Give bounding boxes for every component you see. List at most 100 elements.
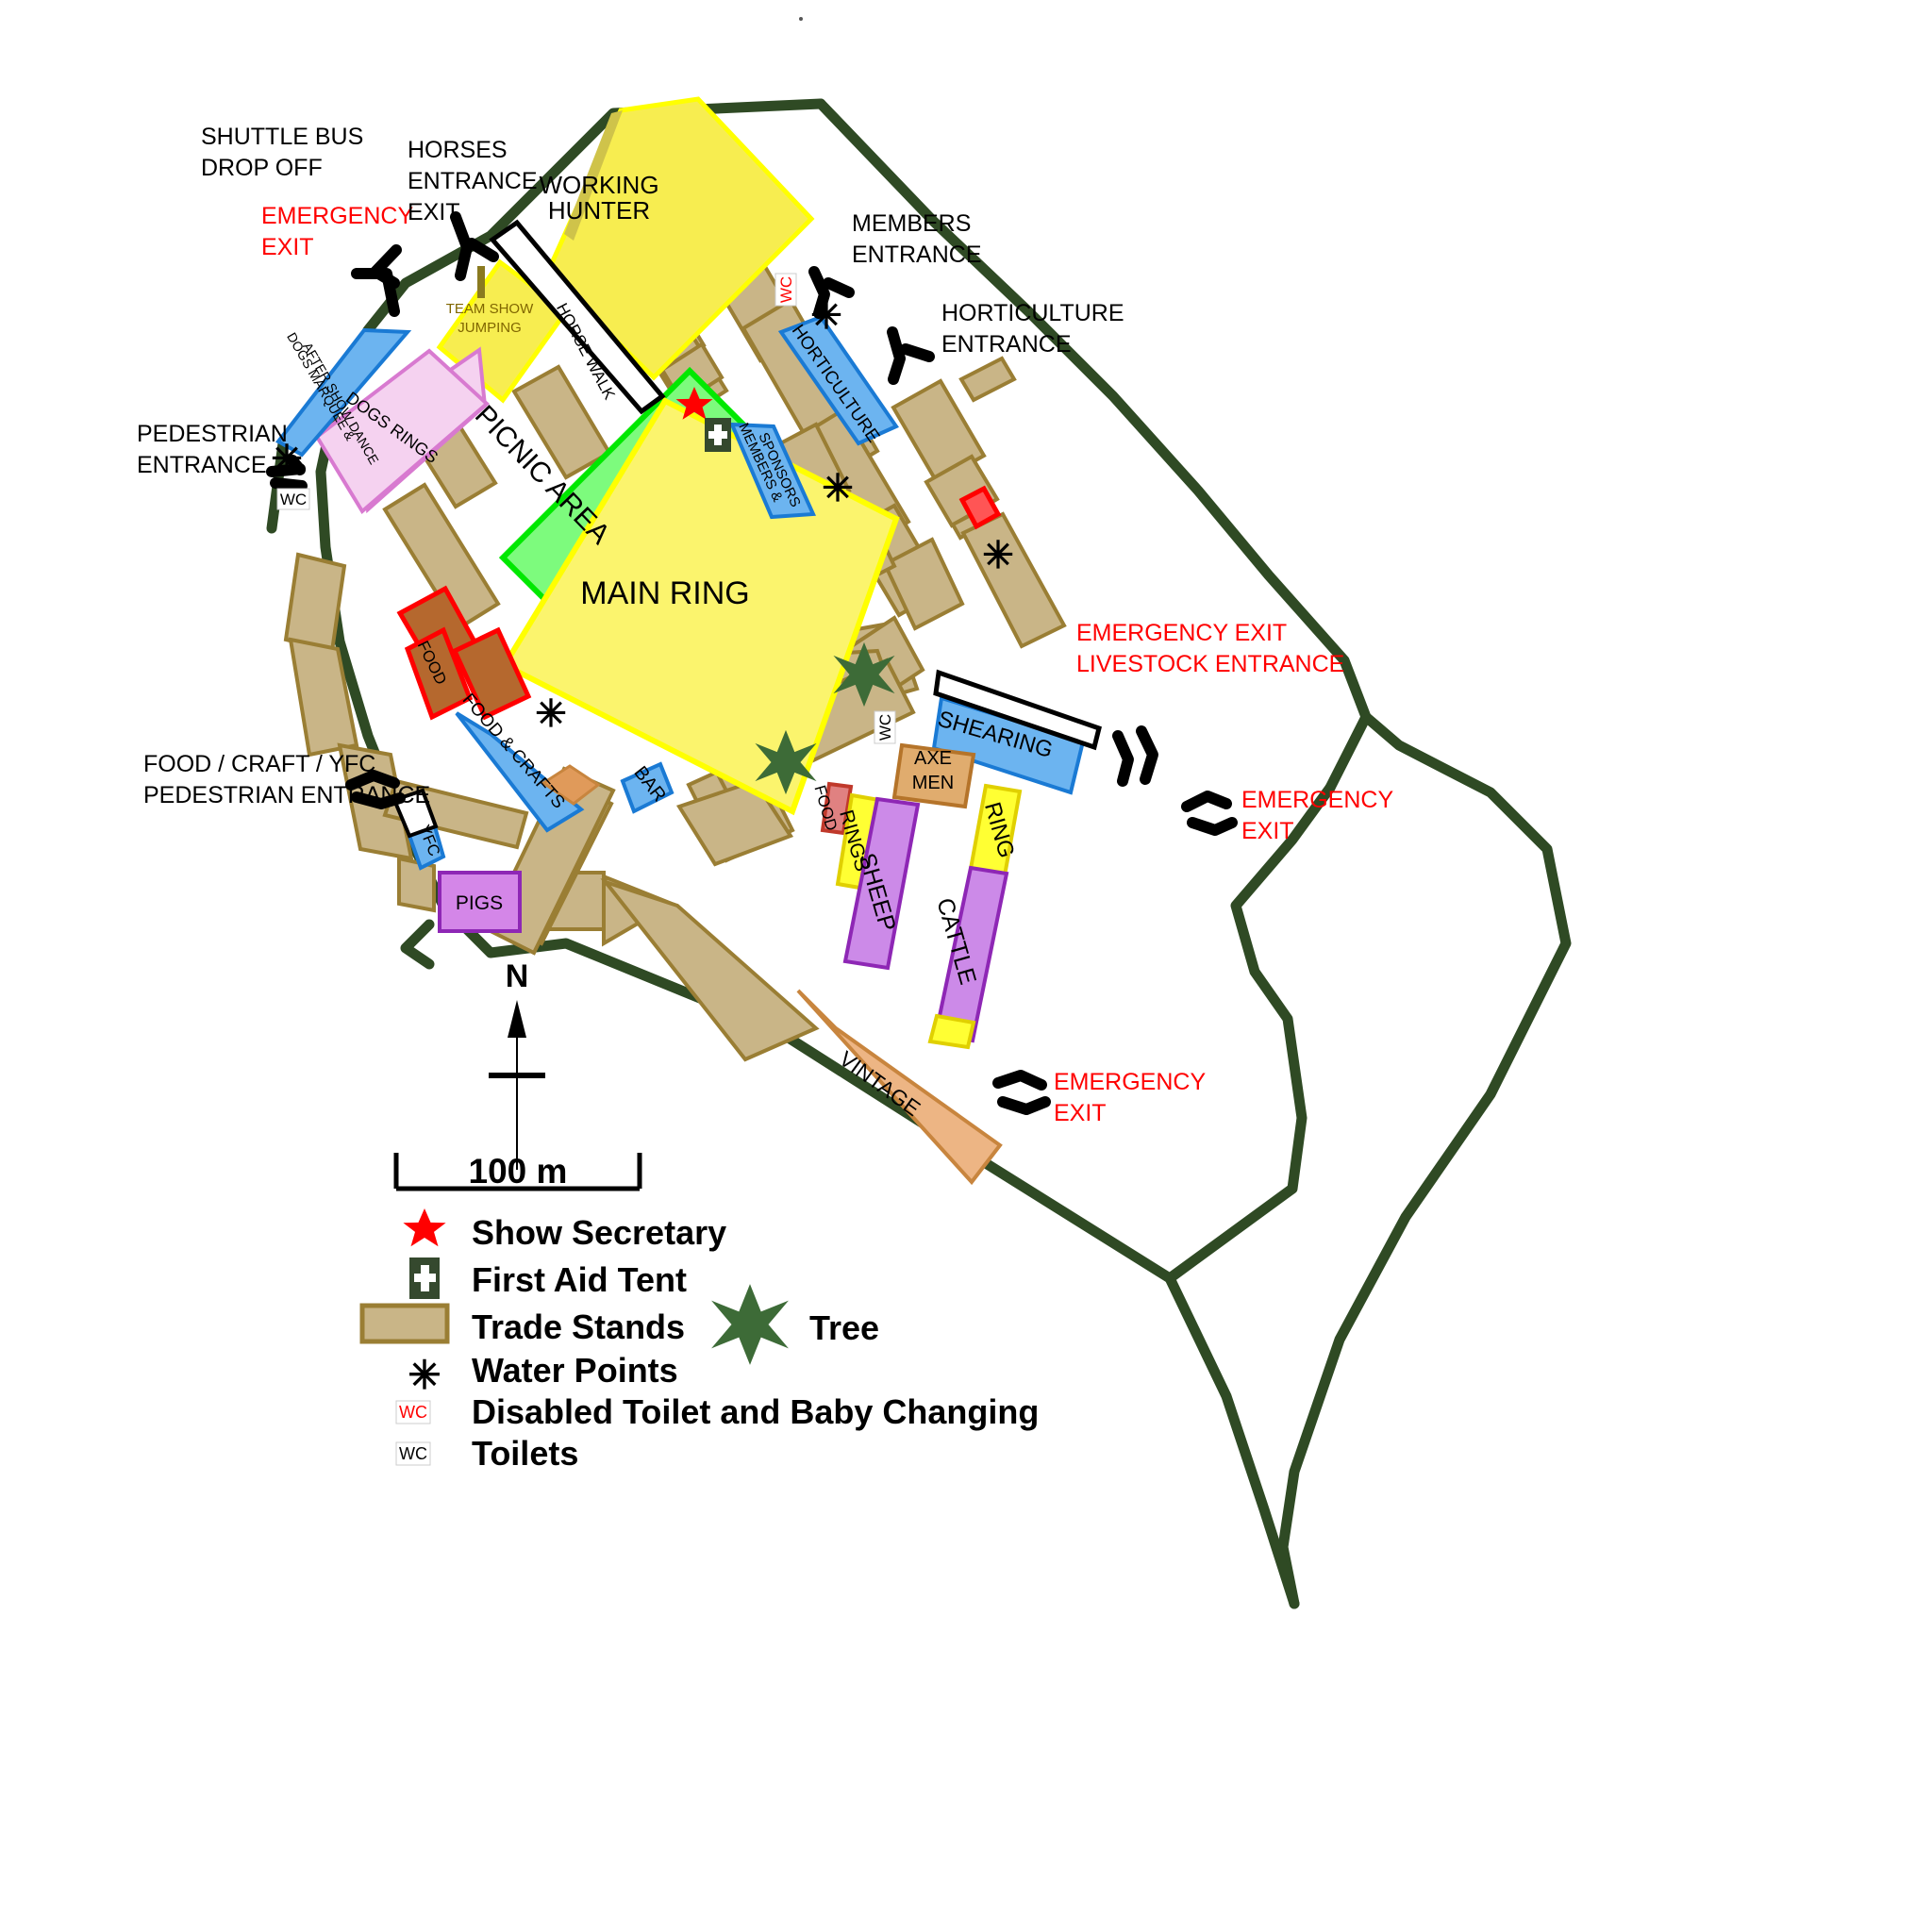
wc-livestock-label: WC (876, 714, 894, 741)
entrance-mark-horses (450, 211, 473, 281)
food-crafts-strip (541, 764, 601, 806)
legend-tree-icon (711, 1284, 789, 1365)
boundary-east (1277, 711, 1572, 1609)
trade-stand (675, 778, 794, 867)
trade-stand (600, 878, 820, 1062)
area-axe-men (891, 742, 976, 809)
entrance-mark-yfc (345, 770, 400, 791)
boundary-northeast (815, 98, 1372, 793)
legend-wc-black-icon: WC (395, 1441, 431, 1466)
scale-bar: 100 m (393, 1152, 642, 1191)
water-points-group: ✳ ✳ ✳ ✳ ✳ (271, 295, 1014, 735)
entrance-mark-horses2 (466, 238, 499, 262)
area-red-box-east (958, 485, 1002, 530)
label-main-ring: MAIN RING (580, 575, 749, 611)
trees-group (755, 641, 895, 795)
legend-label-trade-stands: Trade Stands (472, 1307, 685, 1346)
entrance-marks (266, 211, 1238, 1115)
water-point-pedestrian-icon: ✳ (271, 439, 303, 480)
legend-label-tree: Tree (809, 1308, 879, 1347)
tree-icon (833, 641, 895, 708)
legend-label-first-aid: First Aid Tent (472, 1260, 687, 1299)
boundary-sw-corner (400, 919, 435, 970)
trade-stand (882, 537, 965, 631)
label-axe-men-line1: AXE (914, 748, 952, 769)
label-working-hunter-line1: WORKING (539, 171, 658, 199)
legend-label-show-secretary: Show Secretary (472, 1213, 726, 1252)
wc-pedestrian-label: WC (280, 491, 307, 508)
show-jumping-post (477, 266, 485, 298)
scale-bar-label: 100 m (469, 1152, 568, 1191)
label-working-hunter-line2: HUNTER (548, 196, 650, 225)
svg-text:WC: WC (399, 1444, 427, 1463)
yfc-white-walkway (391, 788, 439, 839)
area-food-crafts (455, 711, 585, 833)
water-point-picnic-icon: ✳ (535, 693, 567, 735)
wc-members-label: WC (777, 276, 795, 303)
entrance-mark-members (808, 266, 830, 319)
legend-star-icon (403, 1208, 446, 1247)
entrance-mark-pedestrian3 (287, 455, 306, 475)
entrance-mark-pedestrian2 (270, 477, 308, 491)
trade-stand (397, 856, 436, 913)
entrance-mark-east (1181, 791, 1232, 812)
area-horse-walk (489, 219, 666, 415)
entrance-mark-horticulture (887, 326, 906, 385)
legend-trade-stand-swatch (359, 1303, 450, 1344)
legend-label-water-points: Water Points (472, 1351, 678, 1390)
trade-stand (960, 511, 1067, 649)
area-dogs-marquee (275, 327, 412, 458)
trade-stand (382, 482, 501, 631)
tree-icon (755, 729, 817, 795)
area-food-left-arm (451, 626, 532, 721)
working-hunter-edge (564, 110, 623, 241)
water-point-east-lower-icon: ✳ (982, 535, 1014, 576)
area-working-hunter (544, 96, 815, 381)
area-horticulture (777, 314, 900, 446)
legend-wc-red-icon: WC (395, 1400, 431, 1424)
area-pigs (438, 871, 522, 933)
entrance-mark-se (992, 1070, 1047, 1091)
water-point-east-upper-icon: ✳ (822, 468, 854, 509)
entrance-mark-livestock2 (1136, 725, 1158, 785)
area-cattle (933, 865, 1009, 1043)
label-team-show-jumping-line1: TEAM SHOW (446, 301, 534, 317)
trade-stand (958, 356, 1017, 403)
label-team-show-jumping-line2: JUMPING (458, 320, 522, 336)
area-sheep (842, 796, 921, 971)
entrance-mark-horticulture2 (900, 343, 935, 362)
legend-label-disabled-toilet: Disabled Toilet and Baby Changing (472, 1392, 1039, 1431)
north-arrow: N (489, 958, 545, 1170)
entrance-mark-members2 (823, 277, 855, 298)
trade-stand (288, 637, 359, 758)
north-label: N (506, 958, 529, 994)
legend: Show Secretary First Aid Tent Trade Stan… (359, 1208, 1039, 1473)
area-bar (620, 761, 675, 814)
area-dogs-rings-main (314, 348, 491, 515)
area-members-sponsors (728, 422, 817, 520)
entrance-mark-emergency-nw2 (370, 244, 402, 289)
label-pigs: PIGS (456, 892, 503, 914)
svg-text:WC: WC (399, 1403, 427, 1422)
show-secretary-star-icon (675, 387, 713, 420)
water-point-members-icon: ✳ (810, 295, 842, 337)
first-aid-icon (705, 418, 731, 452)
entrance-mark-livestock (1112, 730, 1134, 787)
area-food-right (820, 781, 854, 836)
entrance-mark-yfc2 (351, 791, 406, 809)
north-arrow-head (508, 1000, 526, 1038)
label-axe-men-line2: MEN (912, 773, 954, 793)
entrance-mark-east2 (1187, 817, 1238, 836)
trade-stand (891, 378, 987, 485)
area-vintage (796, 989, 1003, 1186)
